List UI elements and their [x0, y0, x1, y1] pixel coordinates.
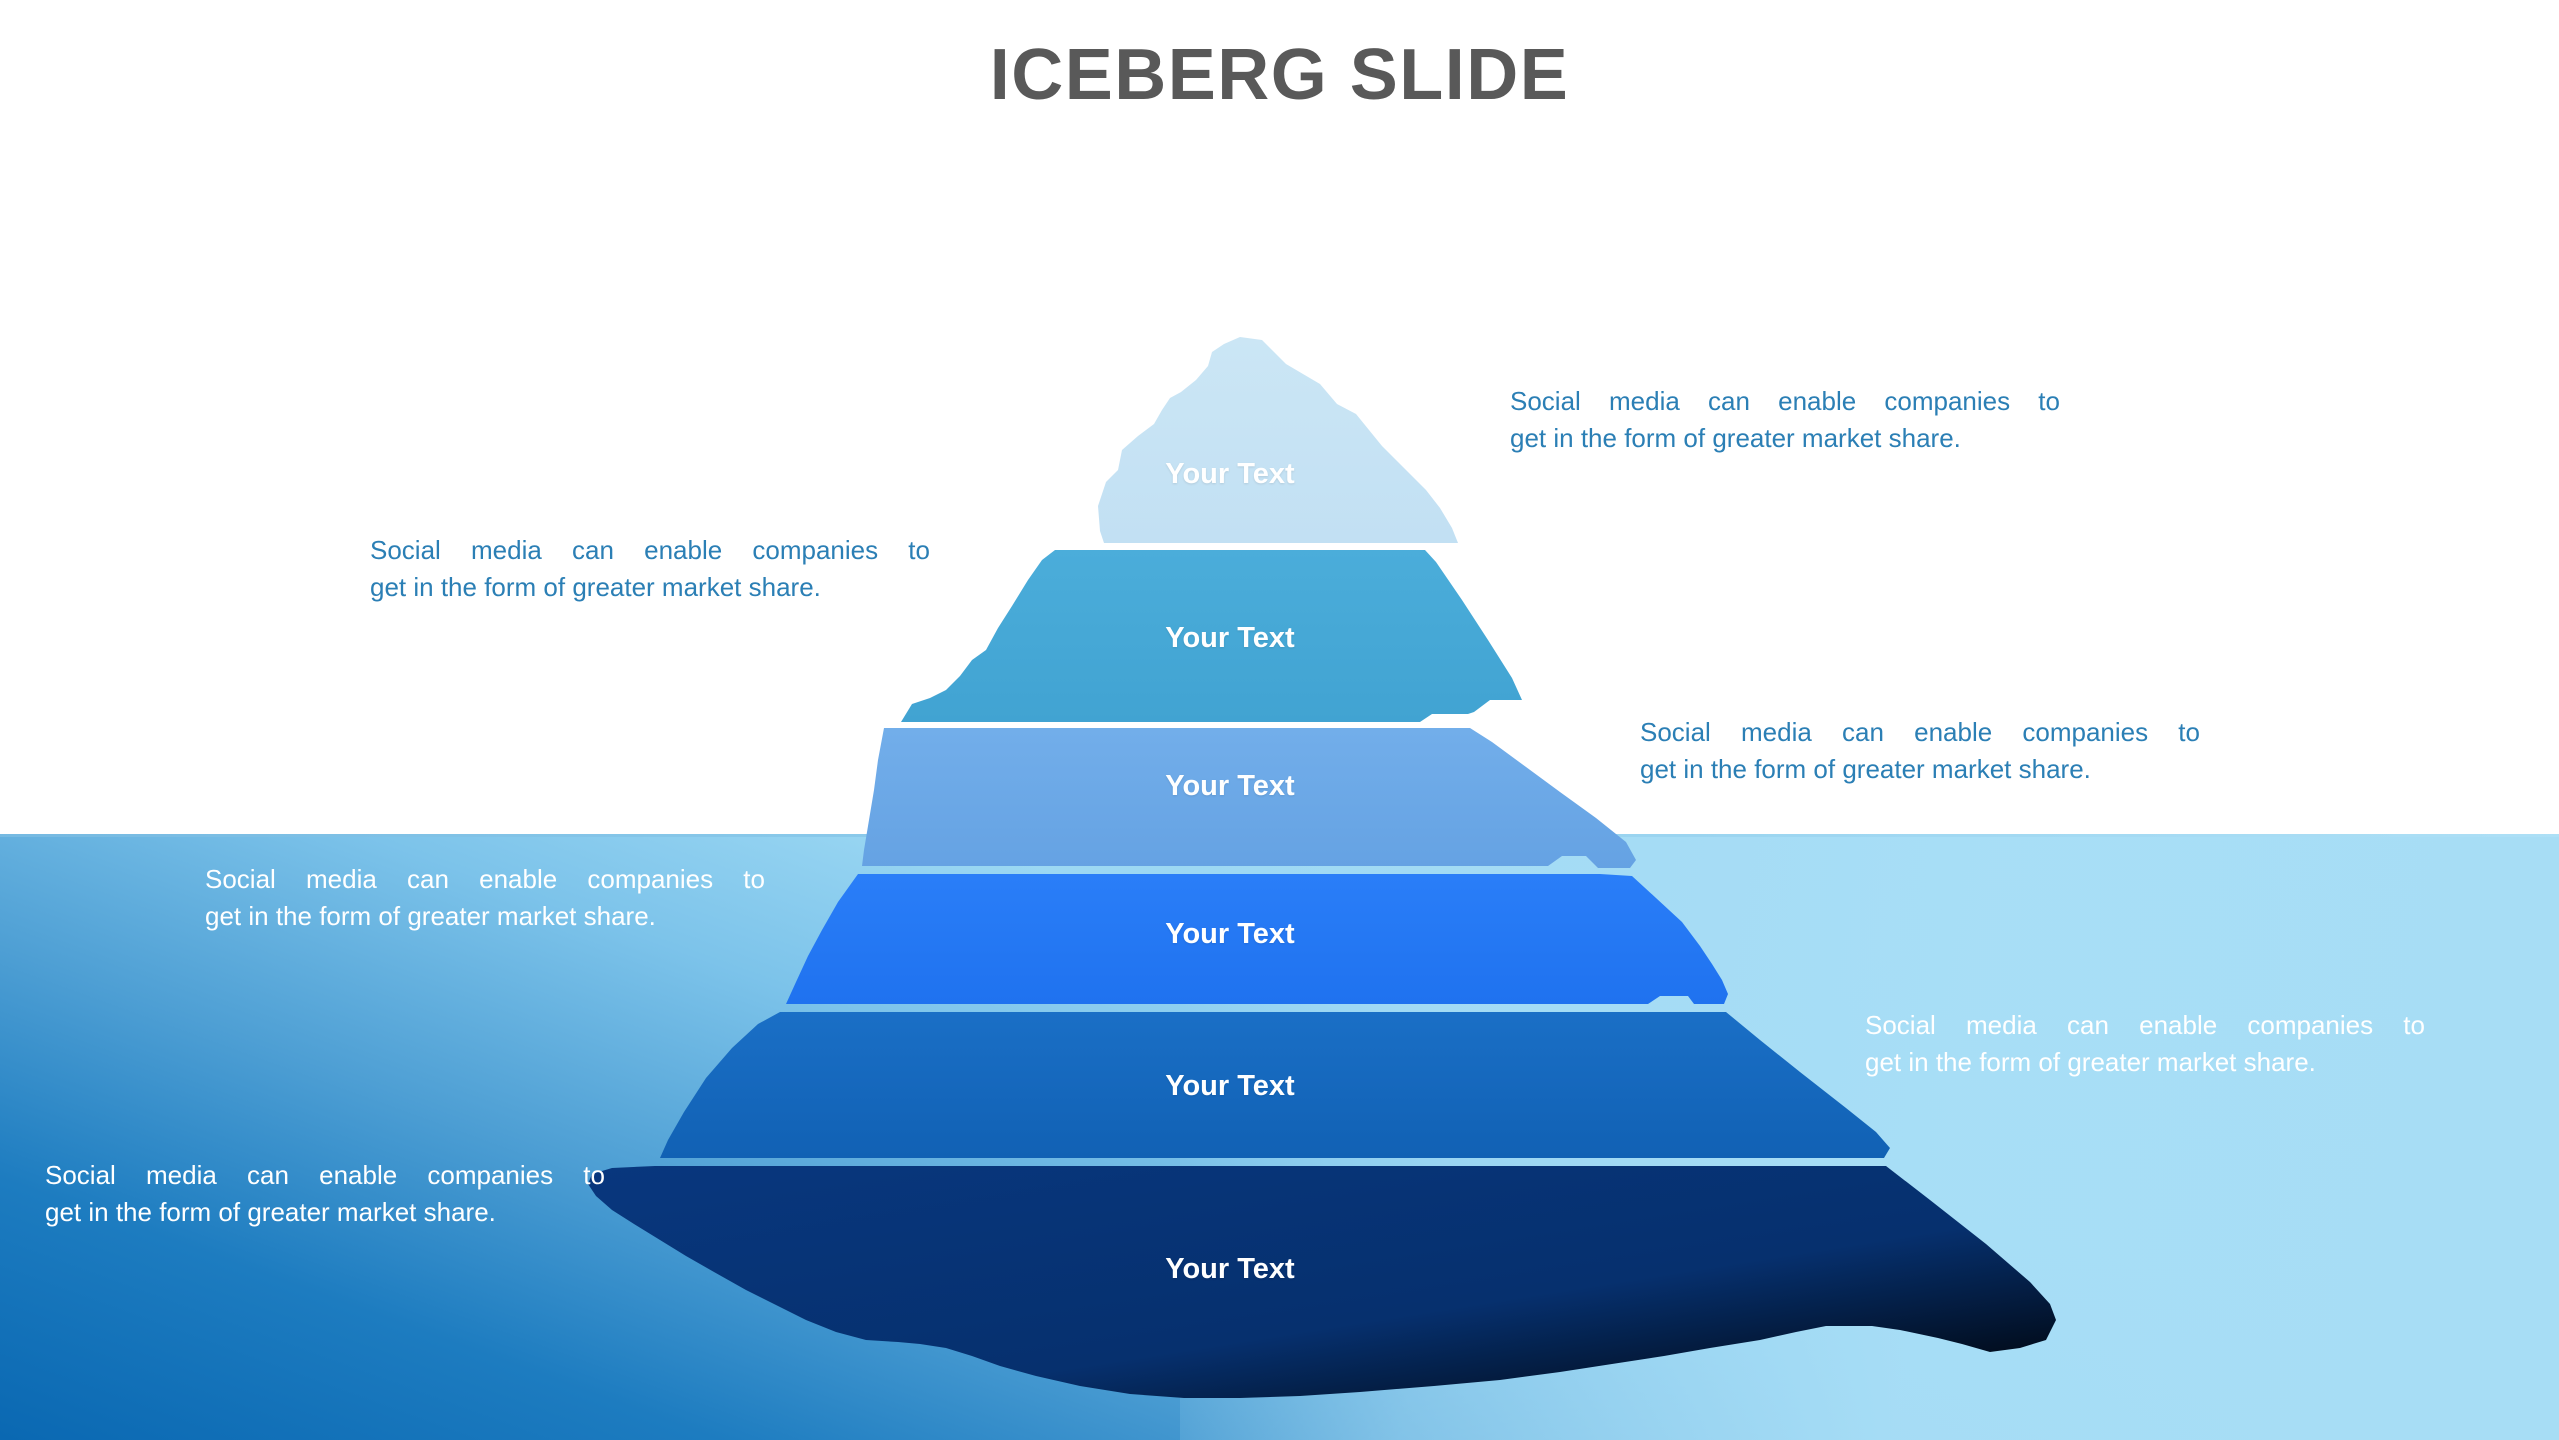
callout-2-line-1: Social media can enable companies to — [370, 535, 930, 565]
iceberg-band-2[interactable] — [901, 550, 1522, 722]
iceberg-band-1[interactable] — [1098, 337, 1458, 543]
callout-4-line-1: Social media can enable companies to — [205, 864, 765, 894]
iceberg-band-6[interactable] — [588, 1166, 2056, 1398]
callout-1: Social media can enable companies to get… — [1510, 383, 2060, 457]
callout-1-line-1: Social media can enable companies to — [1510, 386, 2060, 416]
band-4-label: Your Text — [1165, 918, 1295, 950]
callout-2-line-2: get in the form of greater market share. — [370, 571, 821, 602]
callout-6: Social media can enable companies to get… — [45, 1157, 605, 1231]
callout-3: Social media can enable companies to get… — [1640, 714, 2200, 788]
band-5-label: Your Text — [1165, 1070, 1295, 1102]
callout-6-line-1: Social media can enable companies to — [45, 1160, 605, 1190]
iceberg-band-3[interactable] — [862, 728, 1636, 868]
callout-2: Social media can enable companies to get… — [370, 532, 930, 606]
band-1-label: Your Text — [1165, 458, 1295, 490]
callout-5-line-2: get in the form of greater market share. — [1865, 1046, 2316, 1077]
iceberg-band-4[interactable] — [786, 874, 1728, 1004]
callout-4-line-2: get in the form of greater market share. — [205, 900, 656, 931]
callout-5: Social media can enable companies to get… — [1865, 1007, 2425, 1081]
callout-3-line-1: Social media can enable companies to — [1640, 717, 2200, 747]
callout-5-line-1: Social media can enable companies to — [1865, 1010, 2425, 1040]
callout-3-line-2: get in the form of greater market share. — [1640, 753, 2091, 784]
callout-1-line-2: get in the form of greater market share. — [1510, 422, 1961, 453]
band-3-label: Your Text — [1165, 770, 1295, 802]
page-title: ICEBERG SLIDE — [989, 35, 1570, 115]
band-6-label: Your Text — [1165, 1253, 1295, 1285]
callout-6-line-2: get in the form of greater market share. — [45, 1196, 496, 1227]
callout-4: Social media can enable companies to get… — [205, 861, 765, 935]
iceberg-band-5[interactable] — [660, 1012, 1890, 1158]
band-2-label: Your Text — [1165, 622, 1295, 654]
